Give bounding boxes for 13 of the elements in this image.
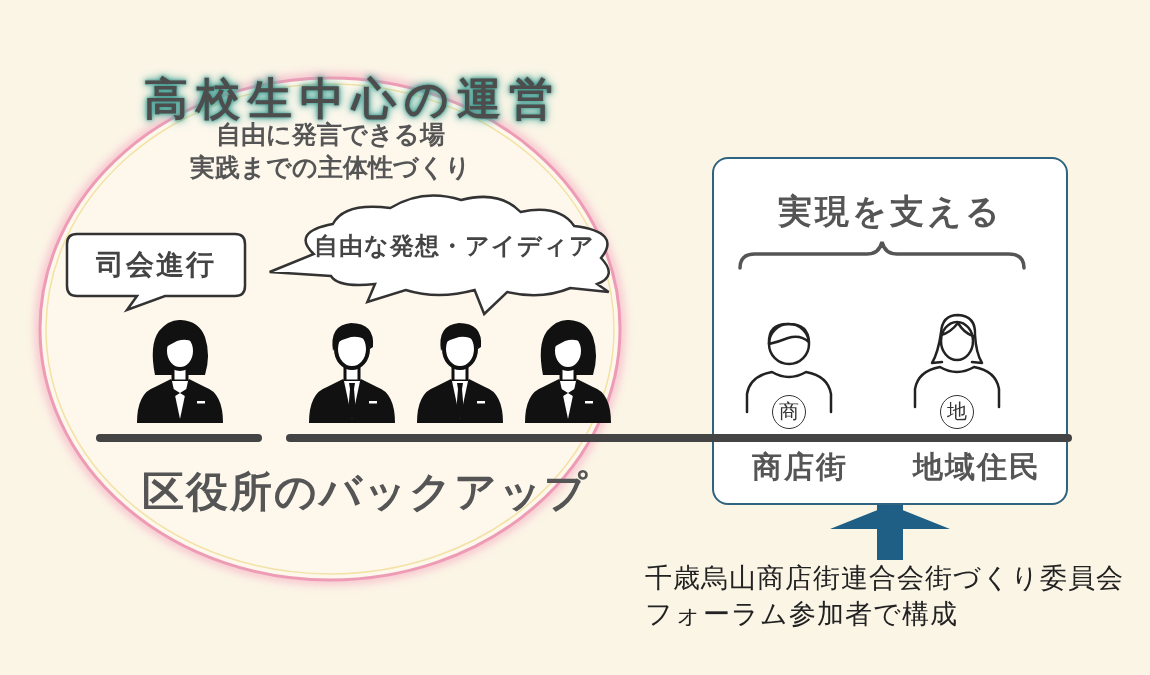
panel-heading: 実現を支える [777,190,1003,233]
block-arrow [830,505,950,560]
kanji-badge: 地 [940,395,974,429]
speech-bubble [65,232,247,312]
cloud-text: 自由な発想・アイディア [313,231,595,262]
support-text: 区役所のバックアップ [141,466,589,518]
rounded-panel [712,157,1068,505]
role-label: 商店街 [752,448,848,486]
role-label: 地域住民 [913,448,1041,486]
subtitle-text: 自由に発言できる場実践までの主体性づくり [189,120,471,184]
kanji-badge: 商 [772,395,806,429]
bubble-text: 司会進行 [96,247,216,283]
source-note: 千歳烏山商店街連合会街づくり委員会フォーラム参加者で構成 [645,560,1127,632]
